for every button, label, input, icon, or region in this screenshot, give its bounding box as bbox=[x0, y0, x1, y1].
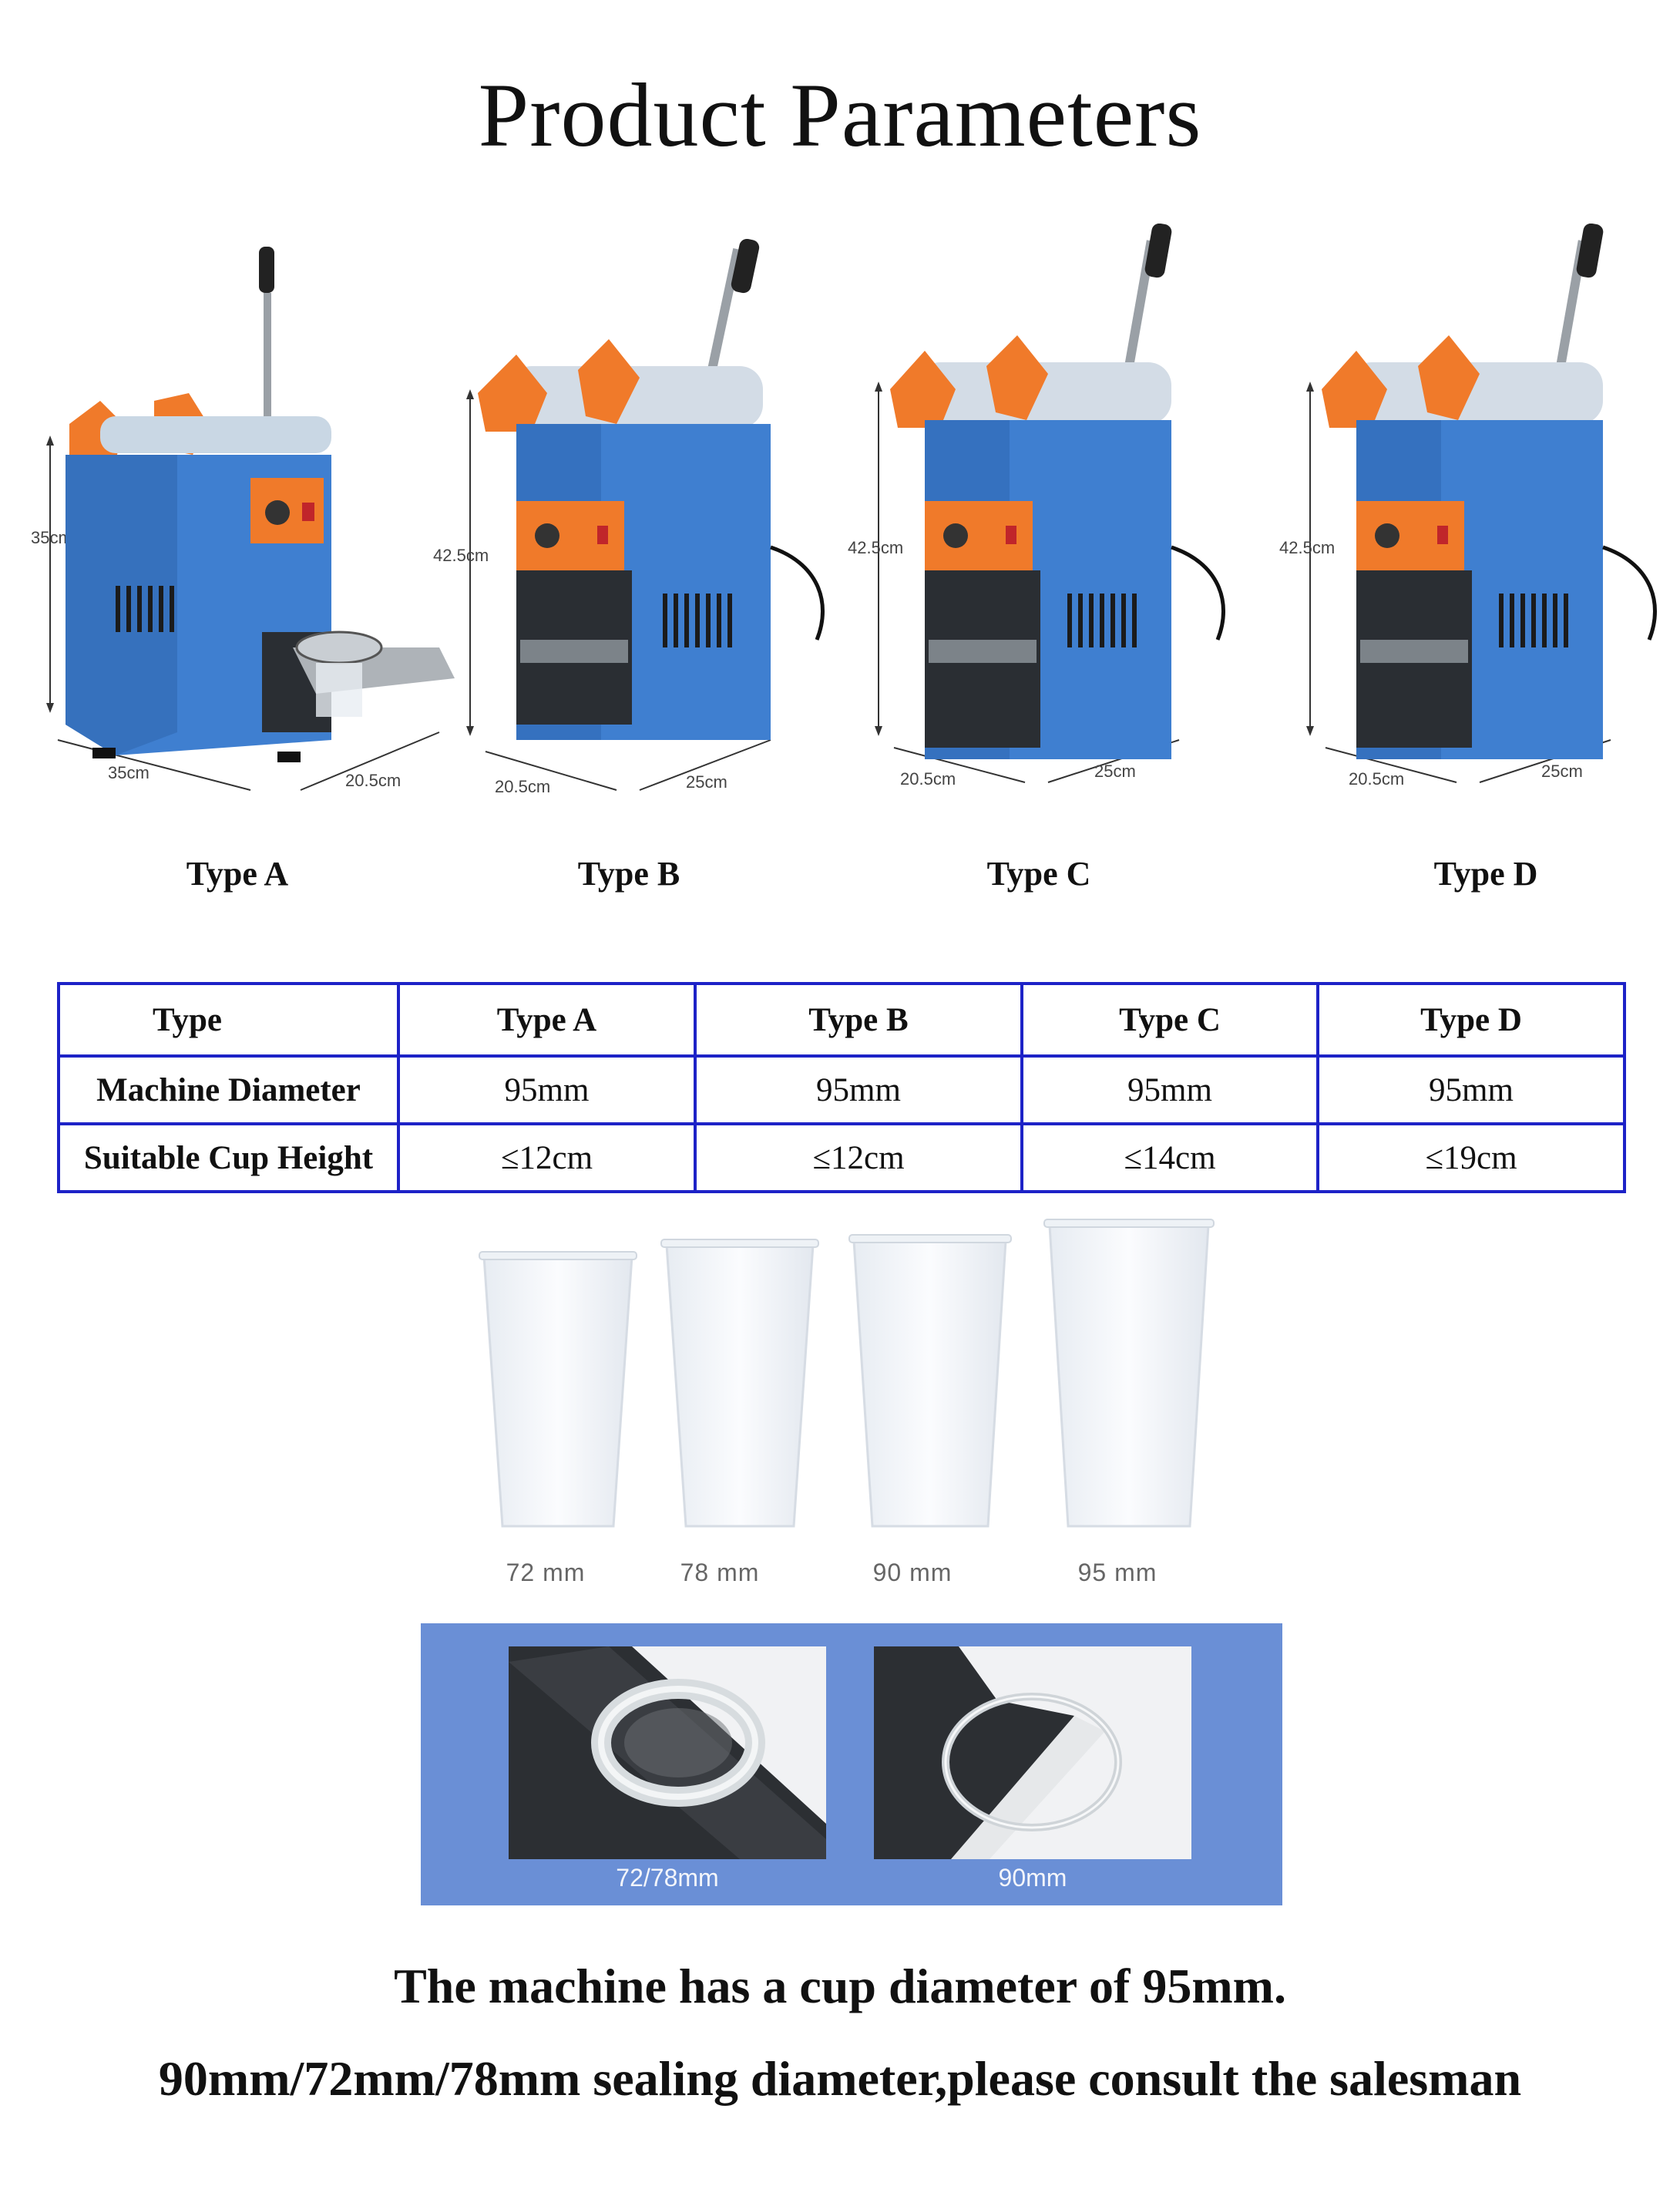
dim-width-b: 25cm bbox=[686, 772, 727, 792]
footer-line-2: 90mm/72mm/78mm sealing diameter,please c… bbox=[158, 2051, 1522, 2106]
seal-ring-photo-90 bbox=[874, 1646, 1191, 1859]
cup-95mm bbox=[1043, 1219, 1215, 1528]
type-b-label: Type B bbox=[577, 855, 680, 893]
machine-type-c: 42.5cm 20.5cm 25cm bbox=[848, 223, 1279, 798]
dim-width-c: 25cm bbox=[1094, 762, 1136, 781]
table-header-cell: Type D bbox=[1316, 982, 1626, 1058]
footer-line-1: The machine has a cup diameter of 95mm. bbox=[394, 1959, 1286, 2013]
table-cell: 95mm bbox=[397, 1054, 697, 1125]
machine-type-d: 42.5cm 20.5cm 25cm bbox=[1279, 223, 1680, 798]
table-cell: ≤14cm bbox=[1020, 1122, 1319, 1193]
cups-illustration bbox=[462, 1218, 1233, 1545]
spec-table: Type Type A Type B Type C Type D Machine… bbox=[57, 982, 1626, 1193]
machine-type-b: 42.5cm 20.5cm 25cm bbox=[432, 238, 863, 805]
dim-height-a: 35cm bbox=[31, 528, 72, 547]
dim-depth-b: 20.5cm bbox=[495, 777, 550, 796]
dim-height-c: 42.5cm bbox=[848, 538, 903, 557]
table-header-row: Type Type A Type B Type C Type D bbox=[57, 982, 1626, 1058]
table-row: Suitable Cup Height ≤12cm ≤12cm ≤14cm ≤1… bbox=[57, 1122, 1626, 1193]
seal-ring-caption-72-78: 72/78mm bbox=[616, 1864, 719, 1892]
dim-width-d: 25cm bbox=[1541, 762, 1583, 781]
cup-caption-95: 95 mm bbox=[1077, 1559, 1158, 1586]
cup-caption-72: 72 mm bbox=[506, 1559, 586, 1586]
dim-depth-c: 20.5cm bbox=[900, 769, 956, 789]
table-row: Machine Diameter 95mm 95mm 95mm 95mm bbox=[57, 1054, 1626, 1125]
cup-caption-90: 90 mm bbox=[872, 1559, 953, 1586]
table-row-label: Suitable Cup Height bbox=[57, 1122, 400, 1193]
table-cell: 95mm bbox=[1316, 1054, 1626, 1125]
table-header-cell: Type C bbox=[1020, 982, 1319, 1058]
table-cell: ≤12cm bbox=[397, 1122, 697, 1193]
type-a-label: Type A bbox=[186, 855, 289, 893]
table-cell: 95mm bbox=[694, 1054, 1023, 1125]
dim-height-b: 42.5cm bbox=[433, 546, 489, 565]
table-cell: ≤19cm bbox=[1316, 1122, 1626, 1193]
seal-ring-panel: 72/78mm 90mm bbox=[421, 1623, 1282, 1905]
seal-ring-caption-90: 90mm bbox=[998, 1864, 1067, 1892]
type-c-label: Type C bbox=[986, 855, 1091, 893]
dim-depth-a: 35cm bbox=[108, 763, 150, 782]
table-row-label: Machine Diameter bbox=[57, 1054, 400, 1125]
seal-ring-photo-72-78 bbox=[509, 1646, 826, 1859]
dim-height-d: 42.5cm bbox=[1279, 538, 1335, 557]
table-header-cell: Type bbox=[57, 982, 400, 1058]
machine-type-a: 35cm 35cm 20.5cm bbox=[23, 247, 455, 805]
table-cell: ≤12cm bbox=[694, 1122, 1023, 1193]
table-header-cell: Type A bbox=[397, 982, 697, 1058]
table-cell: 95mm bbox=[1020, 1054, 1319, 1125]
type-d-label: Type D bbox=[1433, 855, 1538, 893]
cup-72mm bbox=[479, 1251, 637, 1528]
table-header-cell: Type B bbox=[694, 982, 1023, 1058]
cup-78mm bbox=[660, 1239, 819, 1528]
page-title: Product Parameters bbox=[478, 65, 1202, 166]
cup-90mm bbox=[848, 1234, 1012, 1528]
dim-depth-d: 20.5cm bbox=[1349, 769, 1404, 789]
cup-caption-78: 78 mm bbox=[680, 1559, 760, 1586]
dim-width-a: 20.5cm bbox=[345, 771, 401, 790]
